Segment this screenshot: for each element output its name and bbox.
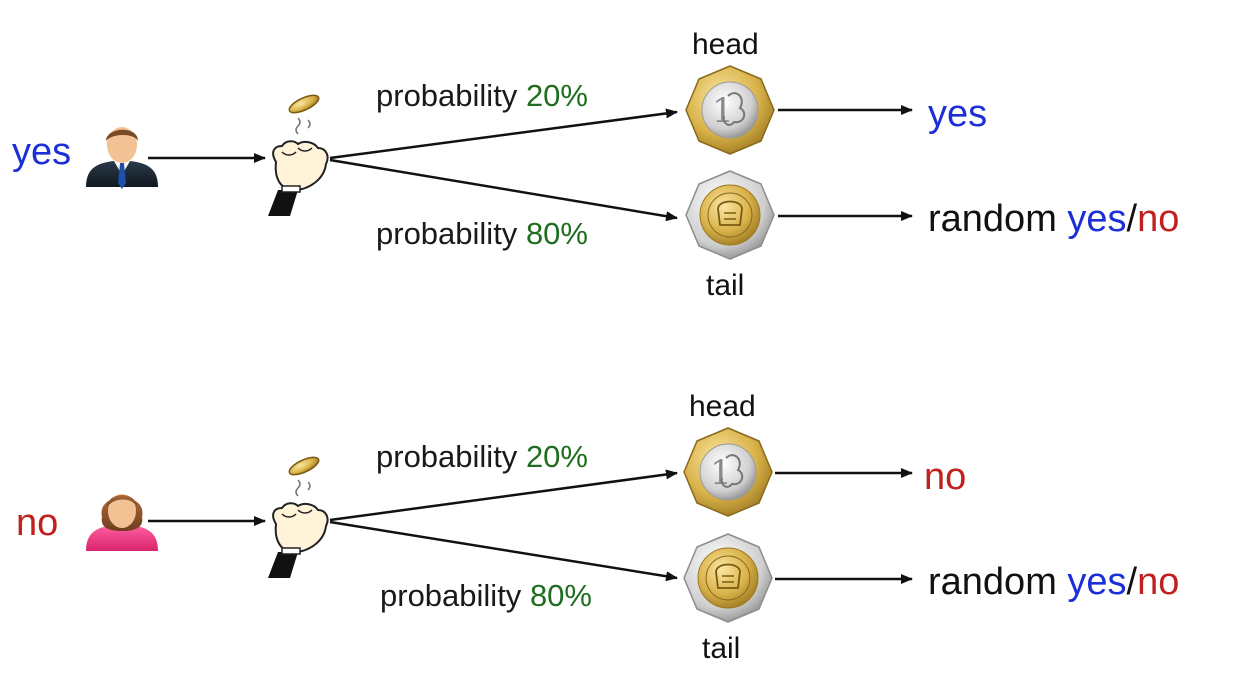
head-coin-icon: 1 <box>685 65 775 155</box>
male-user-icon <box>86 127 158 189</box>
probability-value: 20% <box>525 439 588 474</box>
tail-label: tail <box>702 632 741 665</box>
tail-coin-icon <box>685 170 775 260</box>
tail-label: tail <box>706 269 745 302</box>
probability-word: probability <box>376 78 518 113</box>
probability-value: 80% <box>529 578 592 613</box>
probability-word: probability <box>376 439 518 474</box>
arrow-to-head <box>329 469 678 522</box>
tail-probability-label: probability 80% <box>380 580 592 611</box>
probability-word: probability <box>380 578 522 613</box>
coin-flip-hand-icon <box>268 456 329 578</box>
tail-outcome-separator: / <box>1126 561 1138 603</box>
tail-coin-icon <box>683 533 773 623</box>
svg-text:1: 1 <box>710 453 732 493</box>
tail-outcome-prefix: random <box>928 198 1068 240</box>
tail-outcome: random yes/no <box>928 200 1179 238</box>
person-answer-yes: yes <box>12 131 72 173</box>
svg-text:1: 1 <box>712 91 734 131</box>
tail-outcome-yes: yes <box>1067 198 1127 240</box>
probability-value: 20% <box>525 78 588 113</box>
head-probability-label: probability 20% <box>376 441 588 472</box>
person-answer-no: no <box>16 502 59 544</box>
arrow-to-tail <box>329 520 678 582</box>
tail-outcome-no: no <box>1137 198 1180 240</box>
head-label: head <box>689 390 756 423</box>
head-probability-label: probability 20% <box>376 80 588 111</box>
head-outcome: yes <box>928 93 988 135</box>
female-user-icon <box>86 494 158 551</box>
tail-outcome-yes: yes <box>1067 561 1127 603</box>
arrow-to-head <box>329 108 678 160</box>
coin-flip-hand-icon <box>268 94 329 216</box>
tail-outcome: random yes/no <box>928 563 1179 601</box>
probability-value: 80% <box>525 216 588 251</box>
tail-probability-label: probability 80% <box>376 218 588 249</box>
arrow-to-tail <box>329 158 678 222</box>
head-label: head <box>692 28 759 61</box>
tail-outcome-no: no <box>1137 561 1180 603</box>
tail-outcome-prefix: random <box>928 561 1068 603</box>
probability-word: probability <box>376 216 518 251</box>
head-outcome: no <box>924 456 967 498</box>
tail-outcome-separator: / <box>1126 198 1138 240</box>
head-coin-icon: 1 <box>683 427 773 517</box>
